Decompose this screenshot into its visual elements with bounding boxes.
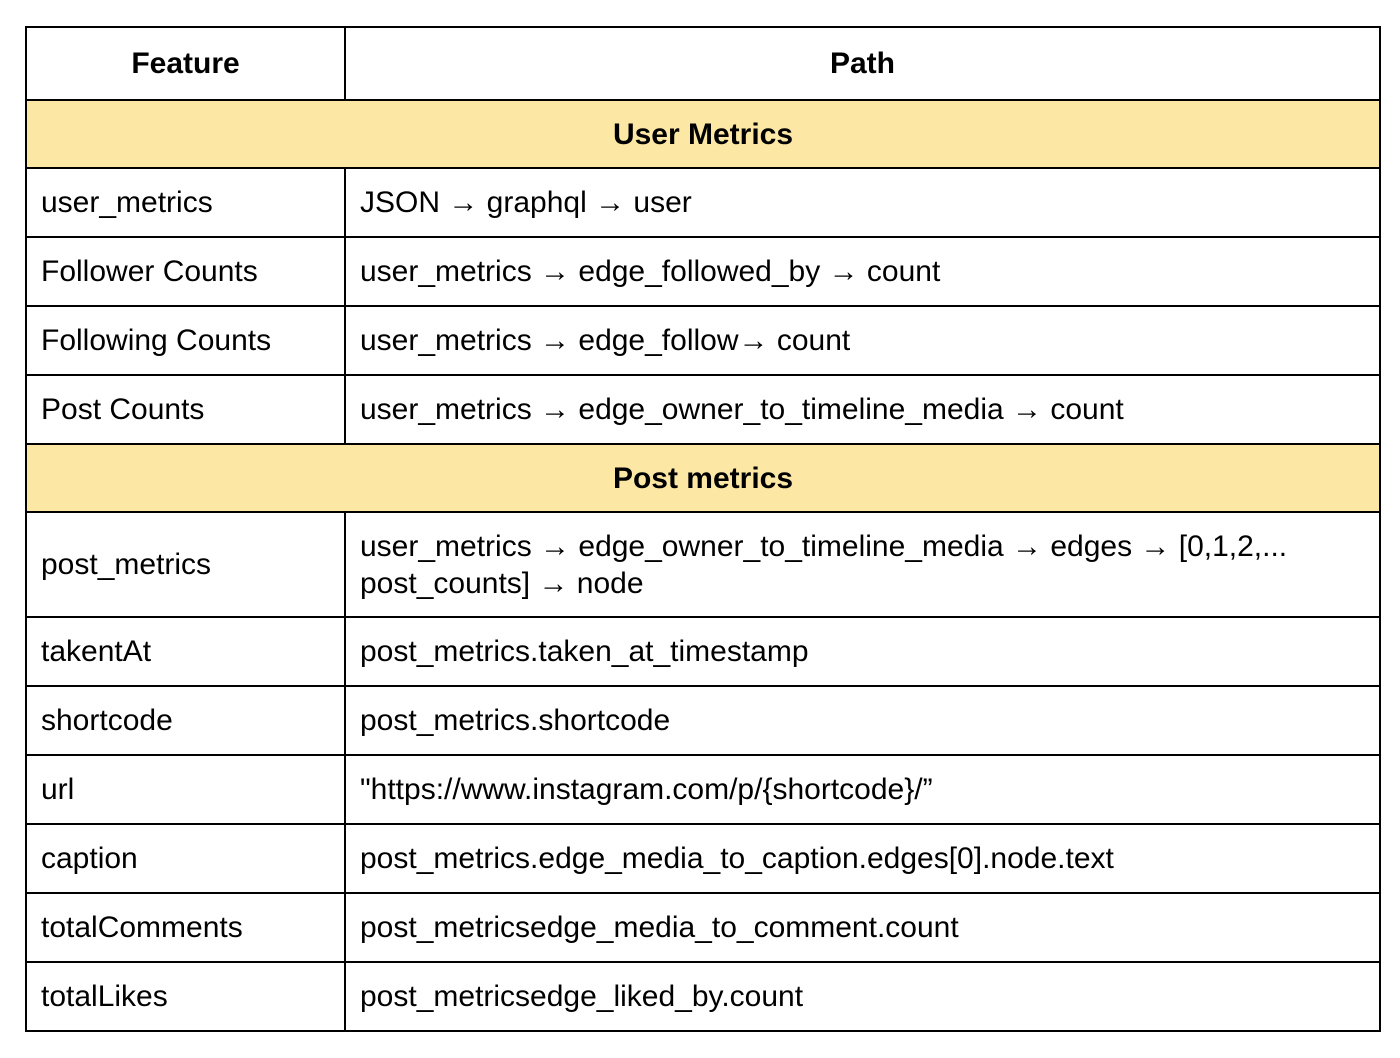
header-feature: Feature [25, 26, 346, 101]
feature-cell: totalComments [25, 892, 346, 963]
table-row: shortcode post_metrics.shortcode [25, 685, 1381, 756]
feature-cell: post_metrics [25, 511, 346, 618]
path-cell: JSON → graphql → user [344, 167, 1381, 238]
feature-cell: caption [25, 823, 346, 894]
path-cell: user_metrics → edge_followed_by → count [344, 236, 1381, 307]
path-cell: user_metrics → edge_follow→ count [344, 305, 1381, 376]
table-row: Following Counts user_metrics → edge_fol… [25, 305, 1381, 376]
feature-path-table: Feature Path User Metrics user_metrics J… [25, 26, 1381, 1032]
feature-cell: Post Counts [25, 374, 346, 445]
section-title: Post metrics [25, 443, 1381, 513]
feature-cell: takentAt [25, 616, 346, 687]
feature-path-table-container: Feature Path User Metrics user_metrics J… [25, 26, 1381, 1032]
table-row: takentAt post_metrics.taken_at_timestamp [25, 616, 1381, 687]
path-cell: user_metrics → edge_owner_to_timeline_me… [344, 511, 1381, 618]
header-path: Path [344, 26, 1381, 101]
feature-cell: totalLikes [25, 961, 346, 1032]
table-row: Post Counts user_metrics → edge_owner_to… [25, 374, 1381, 445]
table-row: Follower Counts user_metrics → edge_foll… [25, 236, 1381, 307]
table-row: url "https://www.instagram.com/p/{shortc… [25, 754, 1381, 825]
feature-cell: shortcode [25, 685, 346, 756]
feature-cell: Following Counts [25, 305, 346, 376]
path-cell: user_metrics → edge_owner_to_timeline_me… [344, 374, 1381, 445]
feature-cell: url [25, 754, 346, 825]
section-row-post-metrics: Post metrics [25, 443, 1381, 513]
section-row-user-metrics: User Metrics [25, 99, 1381, 169]
table-row: totalLikes post_metricsedge_liked_by.cou… [25, 961, 1381, 1032]
path-cell: post_metrics.edge_media_to_caption.edges… [344, 823, 1381, 894]
feature-cell: Follower Counts [25, 236, 346, 307]
table-row: post_metrics user_metrics → edge_owner_t… [25, 511, 1381, 618]
feature-cell: user_metrics [25, 167, 346, 238]
table-row: caption post_metrics.edge_media_to_capti… [25, 823, 1381, 894]
path-cell: post_metricsedge_liked_by.count [344, 961, 1381, 1032]
path-cell: post_metricsedge_media_to_comment.count [344, 892, 1381, 963]
table-header-row: Feature Path [25, 26, 1381, 101]
path-cell: post_metrics.shortcode [344, 685, 1381, 756]
path-cell: "https://www.instagram.com/p/{shortcode}… [344, 754, 1381, 825]
section-title: User Metrics [25, 99, 1381, 169]
table-row: totalComments post_metricsedge_media_to_… [25, 892, 1381, 963]
table-row: user_metrics JSON → graphql → user [25, 167, 1381, 238]
path-cell: post_metrics.taken_at_timestamp [344, 616, 1381, 687]
